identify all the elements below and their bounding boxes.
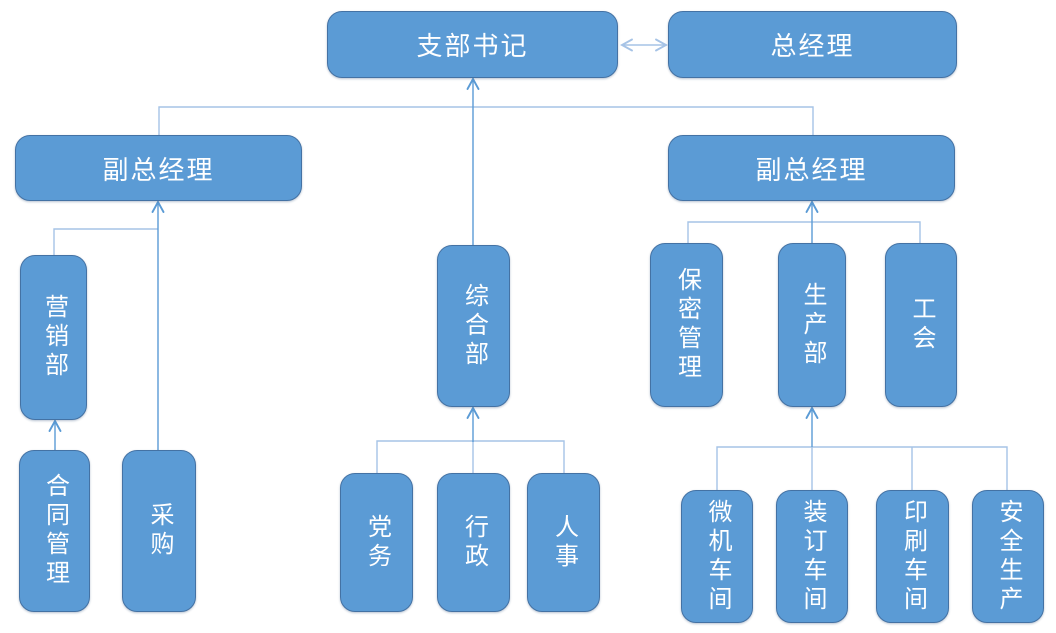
arrowhead-up-icon	[466, 406, 480, 419]
node-label-binding-workshop: 装订车间	[799, 498, 826, 615]
node-label-administration: 行政	[460, 513, 488, 572]
node-party-affairs[interactable]: 党务	[340, 473, 413, 612]
node-branch-secretary[interactable]: 支部书记	[327, 11, 618, 78]
node-administration[interactable]: 行政	[437, 473, 510, 612]
node-personnel[interactable]: 人事	[527, 473, 600, 612]
node-label-printing-workshop: 印刷车间	[899, 498, 927, 615]
node-label-deputy-general-manager-right: 副总经理	[755, 154, 868, 185]
arrowhead-up-icon	[805, 200, 819, 213]
node-label-general-affairs-dept: 综合部	[460, 282, 488, 370]
node-contract-management[interactable]: 合同管理	[19, 450, 90, 612]
node-production-dept[interactable]: 生产部	[778, 243, 846, 407]
node-label-general-manager: 总经理	[770, 31, 855, 61]
node-printing-workshop[interactable]: 印刷车间	[876, 490, 949, 623]
node-label-branch-secretary: 支部书记	[416, 31, 529, 61]
arrowhead-up-icon	[805, 406, 819, 419]
node-label-safety-production: 安全生产	[995, 498, 1022, 615]
node-label-personnel: 人事	[550, 513, 578, 572]
node-general-manager[interactable]: 总经理	[668, 11, 957, 78]
node-general-affairs-dept[interactable]: 综合部	[437, 245, 510, 407]
arrowhead-left-icon	[620, 38, 633, 52]
node-computer-workshop[interactable]: 微机车间	[681, 490, 753, 623]
node-label-party-affairs: 党务	[363, 513, 391, 572]
connector-right-children-elbow	[687, 221, 921, 243]
node-label-deputy-general-manager-left: 副总经理	[102, 154, 215, 185]
node-binding-workshop[interactable]: 装订车间	[776, 490, 848, 623]
node-label-marketing-dept: 营销部	[40, 294, 68, 381]
arrowhead-up-icon	[151, 200, 165, 213]
connector-deputies-to-secretary-elbow	[158, 106, 814, 135]
node-confidentiality-management[interactable]: 保密管理	[650, 243, 723, 407]
arrowhead-up-icon	[48, 419, 62, 432]
node-label-contract-management: 合同管理	[41, 473, 69, 589]
connector-middle-children-elbow	[376, 440, 565, 473]
node-labor-union[interactable]: 工会	[885, 243, 957, 407]
node-label-labor-union: 工会	[908, 296, 935, 354]
node-deputy-general-manager-left[interactable]: 副总经理	[15, 135, 302, 201]
arrowhead-right-icon	[655, 38, 668, 52]
node-safety-production[interactable]: 安全生产	[972, 490, 1044, 623]
arrowhead-up-icon	[466, 77, 480, 90]
node-label-procurement: 采购	[146, 502, 173, 560]
node-marketing-dept[interactable]: 营销部	[20, 255, 87, 420]
node-procurement[interactable]: 采购	[122, 450, 196, 612]
node-label-computer-workshop: 微机车间	[704, 498, 731, 615]
node-label-production-dept: 生产部	[799, 281, 826, 369]
node-deputy-general-manager-right[interactable]: 副总经理	[668, 135, 955, 201]
node-label-confidentiality-management: 保密管理	[673, 267, 701, 383]
connector-marketing-elbow	[53, 228, 158, 255]
connector-workshops-elbow	[716, 446, 1008, 490]
